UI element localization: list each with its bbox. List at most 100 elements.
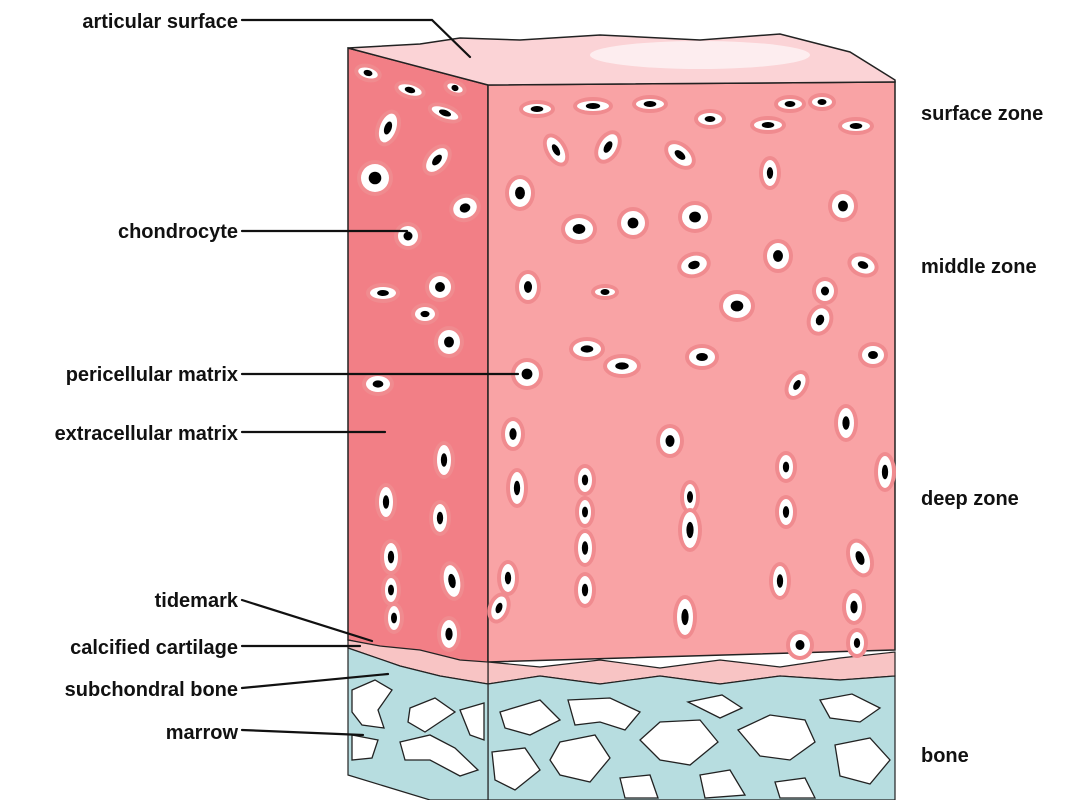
- chondrocyte: [437, 616, 461, 652]
- chondrocyte: [656, 424, 684, 458]
- chondrocyte: [394, 222, 422, 250]
- nucleus: [421, 311, 430, 317]
- chondrocyte: [812, 277, 838, 305]
- chondrocyte: [519, 100, 555, 118]
- nucleus: [582, 584, 588, 597]
- nucleus: [582, 541, 588, 555]
- chondrocyte: [846, 628, 868, 658]
- chondrocyte: [786, 630, 814, 660]
- label-deep-zone: deep zone: [921, 488, 1019, 510]
- chondrocyte: [515, 270, 541, 304]
- chondrocyte: [775, 495, 797, 529]
- nucleus: [601, 289, 610, 295]
- nucleus: [777, 574, 783, 588]
- chondrocyte: [501, 417, 525, 451]
- nucleus: [762, 122, 775, 128]
- nucleus: [582, 475, 588, 486]
- chondrocyte: [375, 483, 397, 521]
- nucleus: [445, 628, 452, 641]
- cartilage-side-face: [348, 48, 488, 672]
- nucleus: [404, 232, 413, 241]
- label-marrow: marrow: [166, 722, 239, 744]
- right-labels: surface zone middle zone deep zone bone: [921, 103, 1043, 767]
- chondrocyte: [574, 529, 596, 567]
- chondrocyte: [603, 354, 641, 378]
- chondrocyte: [685, 344, 719, 370]
- nucleus: [505, 572, 511, 585]
- chondrocyte: [366, 283, 400, 303]
- chondrocyte: [750, 116, 786, 134]
- nucleus: [373, 380, 384, 387]
- chondrocyte: [774, 95, 806, 113]
- nucleus: [868, 351, 878, 359]
- label-surface-zone: surface zone: [921, 103, 1043, 125]
- nucleus: [573, 224, 586, 234]
- nucleus: [796, 640, 805, 650]
- chondrocyte: [433, 441, 455, 479]
- nucleus: [581, 345, 594, 352]
- cartilage-front-face: [488, 82, 895, 662]
- chondrocyte: [497, 560, 519, 596]
- chondrocyte: [357, 160, 393, 196]
- label-bone: bone: [921, 745, 969, 767]
- chondrocyte: [678, 508, 702, 552]
- chondrocyte: [569, 337, 605, 361]
- nucleus: [882, 465, 888, 479]
- chondrocyte: [380, 539, 402, 575]
- nucleus: [681, 609, 688, 625]
- nucleus: [435, 282, 445, 292]
- chondrocyte: [808, 93, 836, 111]
- chondrocyte: [673, 595, 697, 639]
- chondrocyte: [362, 372, 394, 396]
- nucleus: [689, 212, 701, 223]
- nucleus: [444, 337, 454, 348]
- label-calcified-cartilage: calcified cartilage: [70, 637, 238, 659]
- nucleus: [514, 481, 520, 495]
- nucleus: [509, 428, 516, 440]
- chondrocyte: [574, 572, 596, 608]
- label-middle-zone: middle zone: [921, 256, 1037, 278]
- chondrocyte: [874, 452, 896, 492]
- chondrocyte: [411, 303, 439, 325]
- chondrocyte: [575, 496, 595, 528]
- chondrocyte: [763, 239, 793, 273]
- nucleus: [850, 601, 857, 614]
- nucleus: [773, 250, 783, 262]
- nucleus: [783, 462, 789, 473]
- nucleus: [785, 101, 796, 107]
- cartilage-block: [348, 34, 895, 800]
- chondrocyte: [434, 326, 464, 358]
- chondrocyte: [632, 95, 668, 113]
- chondrocyte: [381, 574, 401, 606]
- nucleus: [783, 506, 789, 518]
- nucleus: [821, 287, 829, 296]
- label-extracellular-matrix: extracellular matrix: [55, 423, 238, 445]
- nucleus: [441, 453, 447, 467]
- chondrocyte: [617, 207, 649, 239]
- nucleus: [842, 416, 849, 430]
- nucleus: [686, 522, 693, 538]
- nucleus: [388, 585, 394, 596]
- label-pericellular-matrix: pericellular matrix: [66, 364, 238, 386]
- nucleus: [687, 491, 693, 503]
- nucleus: [854, 638, 860, 648]
- chondrocyte: [759, 156, 781, 190]
- chondrocyte: [842, 589, 866, 625]
- nucleus: [586, 103, 600, 109]
- label-tidemark: tidemark: [155, 590, 239, 612]
- nucleus: [377, 290, 389, 296]
- nucleus: [644, 101, 657, 107]
- chondrocyte: [775, 451, 797, 483]
- chondrocyte: [838, 117, 874, 135]
- chondrocyte: [678, 201, 712, 233]
- label-articular-surface: articular surface: [82, 11, 238, 33]
- chondrocyte: [429, 500, 451, 536]
- nucleus: [767, 167, 773, 179]
- nucleus: [515, 187, 525, 200]
- chondrocyte: [425, 272, 455, 302]
- nucleus: [437, 512, 443, 525]
- chondrocyte: [573, 97, 613, 115]
- nucleus: [391, 613, 397, 624]
- nucleus: [696, 353, 708, 361]
- nucleus: [388, 551, 394, 564]
